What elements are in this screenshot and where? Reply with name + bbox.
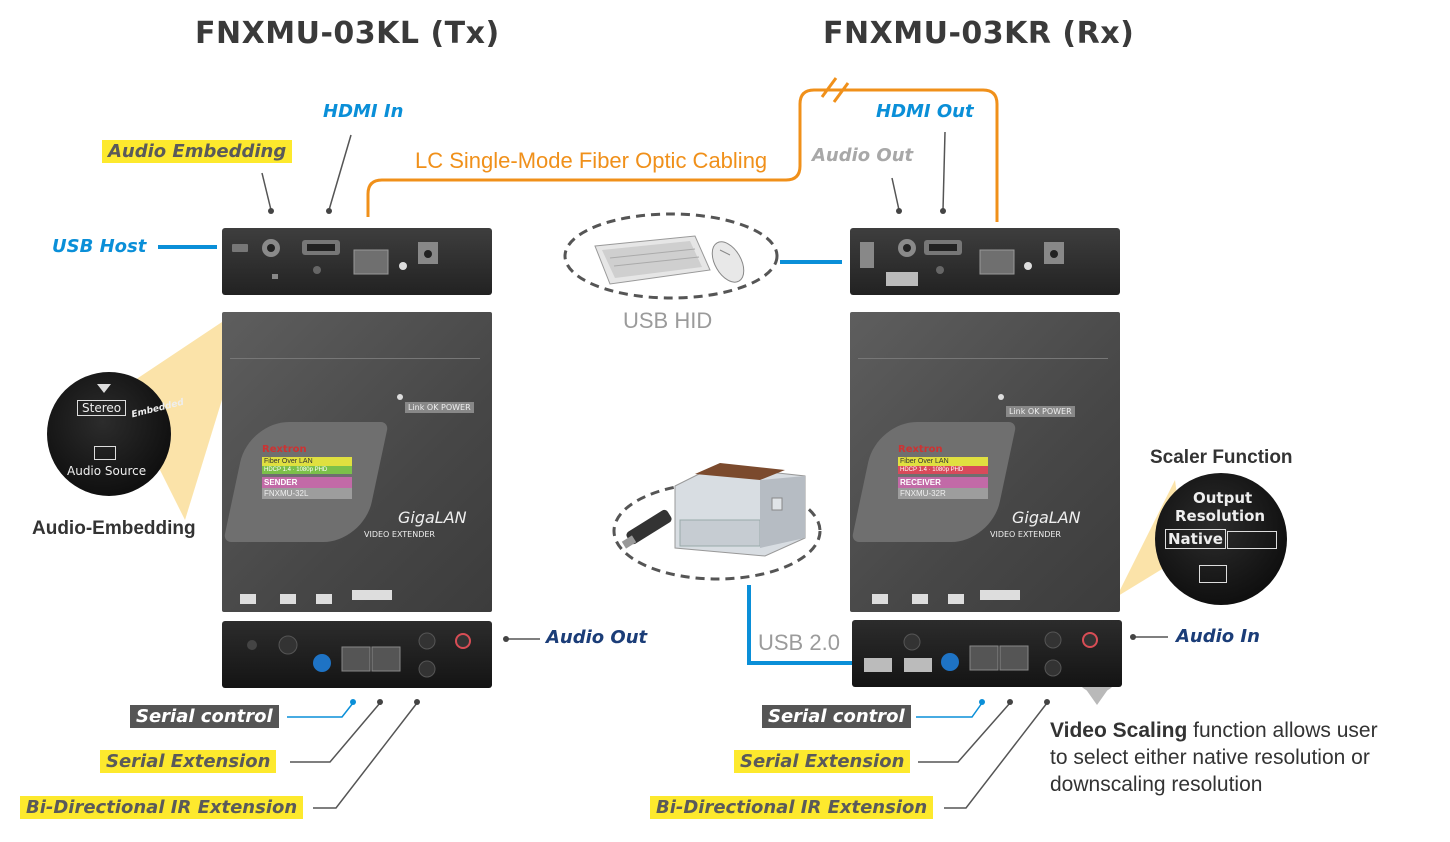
rj45-port-icon bbox=[341, 646, 371, 672]
mouse-icon bbox=[711, 241, 745, 283]
usb-port-icon bbox=[864, 658, 892, 672]
switch-icon bbox=[1199, 565, 1227, 583]
downscale-icon bbox=[1227, 531, 1277, 549]
keyboard-icon bbox=[594, 235, 711, 285]
rx-top-panel bbox=[850, 228, 1120, 295]
ir-jack-icon bbox=[418, 660, 436, 678]
tx-top-panel bbox=[222, 228, 492, 295]
fiber-cable-line bbox=[366, 88, 999, 222]
usb-20-line bbox=[747, 585, 862, 665]
video-scaling-description: Video Scaling function allows user to se… bbox=[1050, 719, 1378, 796]
rx-gigalan-logo: GigaLAN bbox=[1012, 508, 1081, 527]
usb-hid-label: USB HID bbox=[623, 308, 713, 333]
printer-icon bbox=[674, 463, 806, 557]
audio-source-label: Audio Source bbox=[67, 464, 147, 478]
rj45-port-icon bbox=[371, 646, 401, 672]
tx-audio-out-label: Audio Out bbox=[546, 627, 648, 648]
fiber-port-icon bbox=[353, 249, 389, 275]
flash-drive-icon bbox=[621, 509, 672, 549]
tx-serial-control-label: Serial control bbox=[130, 705, 279, 728]
fiber-break-mark bbox=[820, 77, 838, 98]
rx-ir-extension-label: Bi-Directional IR Extension bbox=[650, 796, 934, 819]
down-arrow-icon bbox=[97, 384, 111, 393]
ir-jack-icon bbox=[1044, 631, 1062, 649]
tx-hdmi-in-label: HDMI In bbox=[323, 101, 404, 122]
switch-icon bbox=[94, 446, 116, 460]
rx-audio-out-label: Audio Out bbox=[812, 145, 914, 166]
audio-out-jack-icon bbox=[455, 633, 471, 649]
rx-front-label: Rextron Fiber Over LAN HDCP 1.4 · 1080p … bbox=[898, 444, 988, 519]
native-label: Native bbox=[1165, 529, 1226, 549]
usb-hid-peripherals bbox=[563, 212, 779, 300]
rx-title: FNXMU-03KR (Rx) bbox=[823, 16, 1135, 51]
rx-bottom-panel bbox=[852, 620, 1122, 687]
rj45-port-icon bbox=[999, 645, 1029, 671]
usb-20-peripherals bbox=[612, 463, 822, 581]
fiber-port-icon bbox=[979, 249, 1015, 275]
rotary-switch-icon bbox=[313, 654, 331, 672]
reset-button-icon bbox=[399, 262, 407, 270]
rj45-port-icon bbox=[969, 645, 999, 671]
fiber-cabling-label: LC Single-Mode Fiber Optic Cabling bbox=[415, 148, 768, 173]
tx-usb-host-label: USB Host bbox=[52, 236, 147, 257]
usb-port-icon bbox=[860, 242, 874, 268]
audio-in-jack-icon bbox=[1082, 632, 1098, 648]
tx-ir-extension-label: Bi-Directional IR Extension bbox=[20, 796, 304, 819]
rx-serial-extension-label: Serial Extension bbox=[734, 750, 911, 773]
scaler-inset: Output Resolution Native bbox=[1155, 473, 1287, 605]
ir-jack-icon bbox=[1044, 659, 1062, 677]
rotary-switch-icon bbox=[941, 653, 959, 671]
rx-serial-control-label: Serial control bbox=[762, 705, 911, 728]
stereo-label: Stereo bbox=[77, 400, 127, 416]
fiber-break-mark bbox=[832, 82, 850, 103]
tx-serial-extension-label: Serial Extension bbox=[100, 750, 277, 773]
usb-port-icon bbox=[904, 658, 932, 672]
usb-20-label: USB 2.0 bbox=[758, 630, 840, 655]
rx-hdmi-out-label: HDMI Out bbox=[876, 101, 974, 122]
scaler-caption: Scaler Function bbox=[1150, 447, 1293, 468]
inset-beam bbox=[120, 320, 245, 520]
audio-embedding-inset: Stereo Embedded Audio Source bbox=[47, 372, 185, 496]
tx-title: FNXMU-03KL (Tx) bbox=[195, 16, 500, 51]
tx-front-label: Rextron Fiber Over LAN HDCP 1.4 · 1080p … bbox=[262, 444, 352, 519]
rx-body-panel: Link OK POWER Rextron Fiber Over LAN HDC… bbox=[850, 312, 1120, 612]
tx-body-panel: Link OK POWER Rextron Fiber Over LAN HDC… bbox=[222, 312, 492, 612]
ir-jack-icon bbox=[418, 632, 436, 650]
rx-audio-in-label: Audio In bbox=[1176, 626, 1260, 647]
rx-link-power-indicator: Link OK POWER bbox=[1006, 406, 1075, 417]
tx-audio-embedding-label: Audio Embedding bbox=[102, 140, 293, 163]
audio-embedding-caption: Audio-Embedding bbox=[32, 518, 196, 539]
tx-link-power-indicator: Link OK POWER bbox=[405, 402, 474, 413]
usb-port-icon bbox=[886, 272, 918, 286]
tx-gigalan-logo: GigaLAN bbox=[398, 508, 467, 527]
tx-bottom-panel bbox=[222, 621, 492, 688]
mini-usb-port-icon bbox=[232, 244, 248, 252]
reset-button-icon bbox=[1024, 262, 1032, 270]
